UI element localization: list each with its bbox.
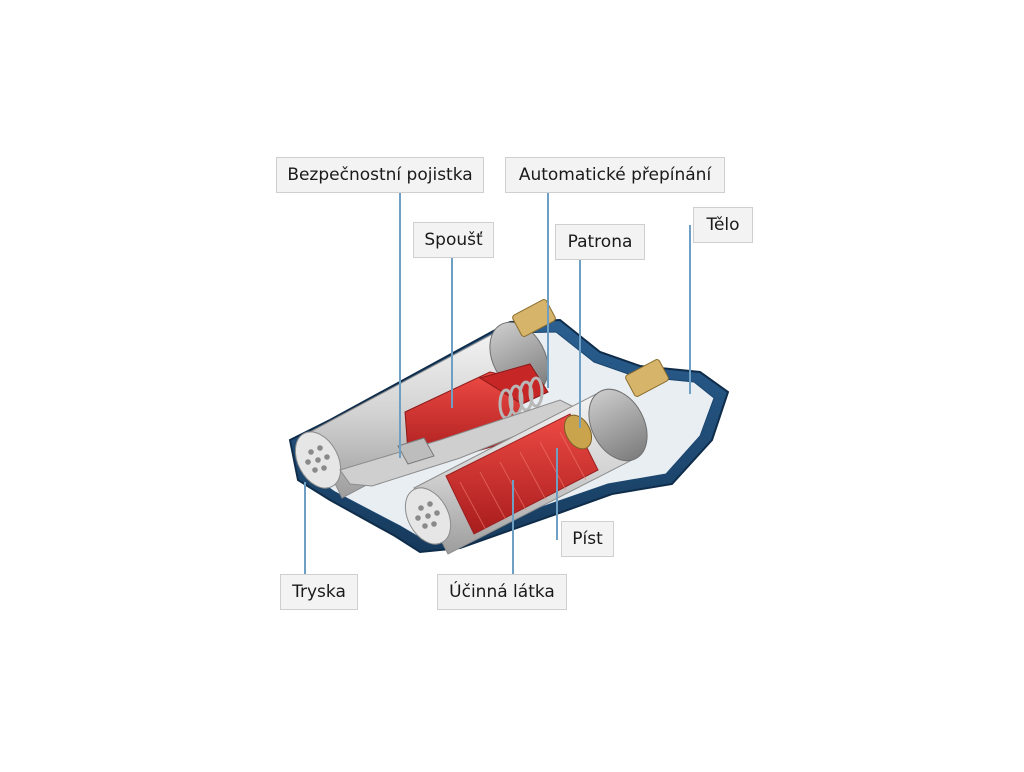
label-agent: Účinná látka xyxy=(437,574,567,610)
label-safety: Bezpečnostní pojistka xyxy=(276,157,484,193)
leader-lines xyxy=(304,193,691,574)
spring xyxy=(498,376,544,420)
piston-cylinder xyxy=(563,414,593,450)
front-nozzle-holes xyxy=(415,501,440,529)
agent-texture xyxy=(459,431,587,531)
front-canister-end xyxy=(588,388,648,462)
label-nozzle: Tryska xyxy=(280,574,358,610)
back-nozzle-holes xyxy=(305,445,330,473)
active-agent xyxy=(445,413,599,535)
back-cap xyxy=(512,299,556,337)
label-auto-switch: Automatické přepínání xyxy=(505,157,725,193)
label-body: Tělo xyxy=(693,207,753,243)
front-cap xyxy=(625,359,669,397)
label-trigger: Spoušť xyxy=(413,222,494,258)
safety-latch xyxy=(397,437,435,465)
label-cartridge: Patrona xyxy=(555,224,645,260)
label-piston: Píst xyxy=(561,521,614,557)
